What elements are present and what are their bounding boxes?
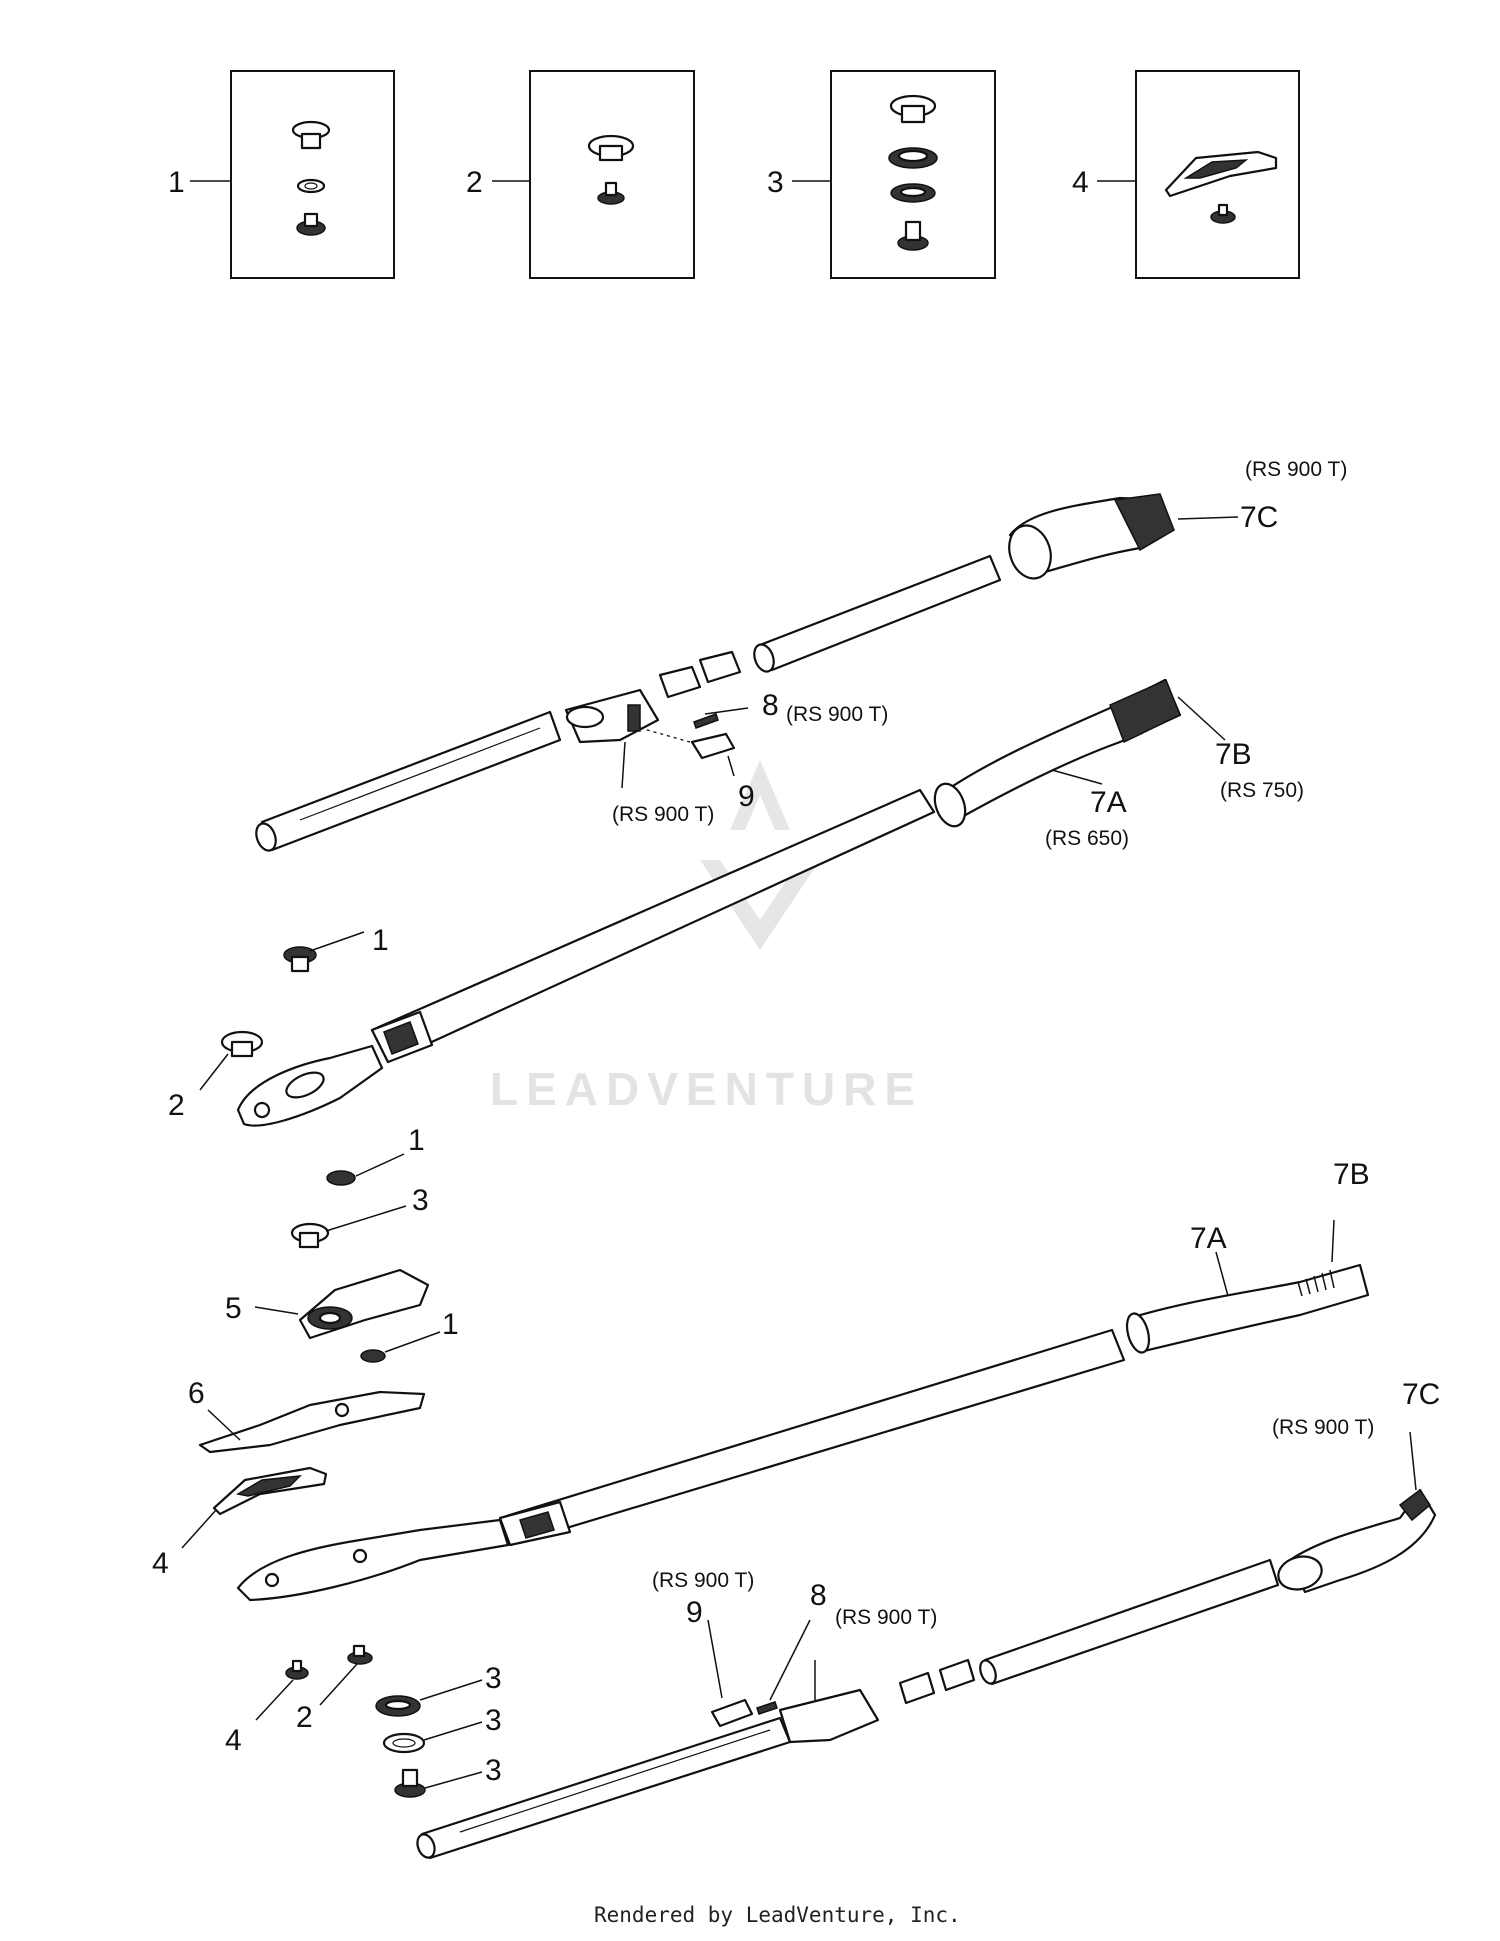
upper-7c-label: 7C bbox=[1240, 501, 1278, 534]
callout-labels: (RS 900 T) 7C 8 (RS 900 T) 9 (RS 900 T) … bbox=[152, 458, 1440, 1787]
bottom-3c-label: 3 bbox=[485, 1754, 502, 1787]
upper-7b-model: (RS 750) bbox=[1220, 779, 1304, 802]
upper-9-label: 9 bbox=[738, 780, 755, 813]
kit-2-parts bbox=[587, 134, 635, 205]
lower-8-model: (RS 900 T) bbox=[835, 1606, 937, 1629]
lower-handle-assembly bbox=[236, 1263, 1437, 1860]
mid-3-label: 3 bbox=[412, 1184, 429, 1217]
bottom-3a-label: 3 bbox=[485, 1662, 502, 1695]
bottom-2-label: 2 bbox=[296, 1701, 313, 1734]
bottom-3b-label: 3 bbox=[485, 1704, 502, 1737]
kit-box-1: 1 bbox=[168, 70, 395, 279]
blade-parts bbox=[198, 1170, 430, 1516]
lower-7c-label: 7C bbox=[1402, 1378, 1440, 1411]
upper-8-model: (RS 900 T) bbox=[786, 703, 888, 726]
kit-1-parts bbox=[291, 120, 331, 236]
leader-lines bbox=[181, 516, 1417, 1789]
upper-handle-assembly bbox=[220, 493, 1182, 1127]
upper-2-label: 2 bbox=[168, 1089, 185, 1122]
kit-box-1-callout: 1 bbox=[168, 166, 185, 199]
upper-7a-model: (RS 650) bbox=[1045, 827, 1129, 850]
kit-box-4-callout: 4 bbox=[1072, 166, 1089, 199]
mid-1b-label: 1 bbox=[442, 1308, 459, 1341]
kit-box-4: 4 bbox=[1072, 70, 1300, 279]
mid-6-label: 6 bbox=[188, 1377, 205, 1410]
kit-box-2-callout: 2 bbox=[466, 166, 483, 199]
kit-3-parts bbox=[888, 94, 938, 251]
kit-4-parts bbox=[1164, 150, 1278, 224]
upper-7a-label: 7A bbox=[1090, 786, 1127, 819]
kit-box-2: 2 bbox=[466, 70, 695, 279]
mid-1a-label: 1 bbox=[408, 1124, 425, 1157]
grip-ridges bbox=[1297, 1269, 1335, 1297]
upper-1-label: 1 bbox=[372, 924, 389, 957]
lower-7a-label: 7A bbox=[1190, 1222, 1227, 1255]
footer-credit: Rendered by LeadVenture, Inc. bbox=[594, 1903, 961, 1927]
watermark-text: LEADVENTURE bbox=[490, 1063, 923, 1115]
kit-box-3-callout: 3 bbox=[767, 166, 784, 199]
lower-8-label: 8 bbox=[810, 1579, 827, 1612]
lower-9-model: (RS 900 T) bbox=[652, 1569, 754, 1592]
upper-7b-label: 7B bbox=[1215, 738, 1252, 771]
lower-9-label: 9 bbox=[686, 1596, 703, 1629]
lower-7b-label: 7B bbox=[1333, 1158, 1370, 1191]
upper-8-label: 8 bbox=[762, 689, 779, 722]
upper-7c-model: (RS 900 T) bbox=[1245, 458, 1347, 481]
mid-4-label: 4 bbox=[152, 1547, 169, 1580]
lower-7c-model: (RS 900 T) bbox=[1272, 1416, 1374, 1439]
mid-5-label: 5 bbox=[225, 1292, 242, 1325]
upper-pin-model: (RS 900 T) bbox=[612, 803, 714, 826]
bottom-4-label: 4 bbox=[225, 1724, 242, 1757]
kit-box-3: 3 bbox=[767, 70, 996, 279]
